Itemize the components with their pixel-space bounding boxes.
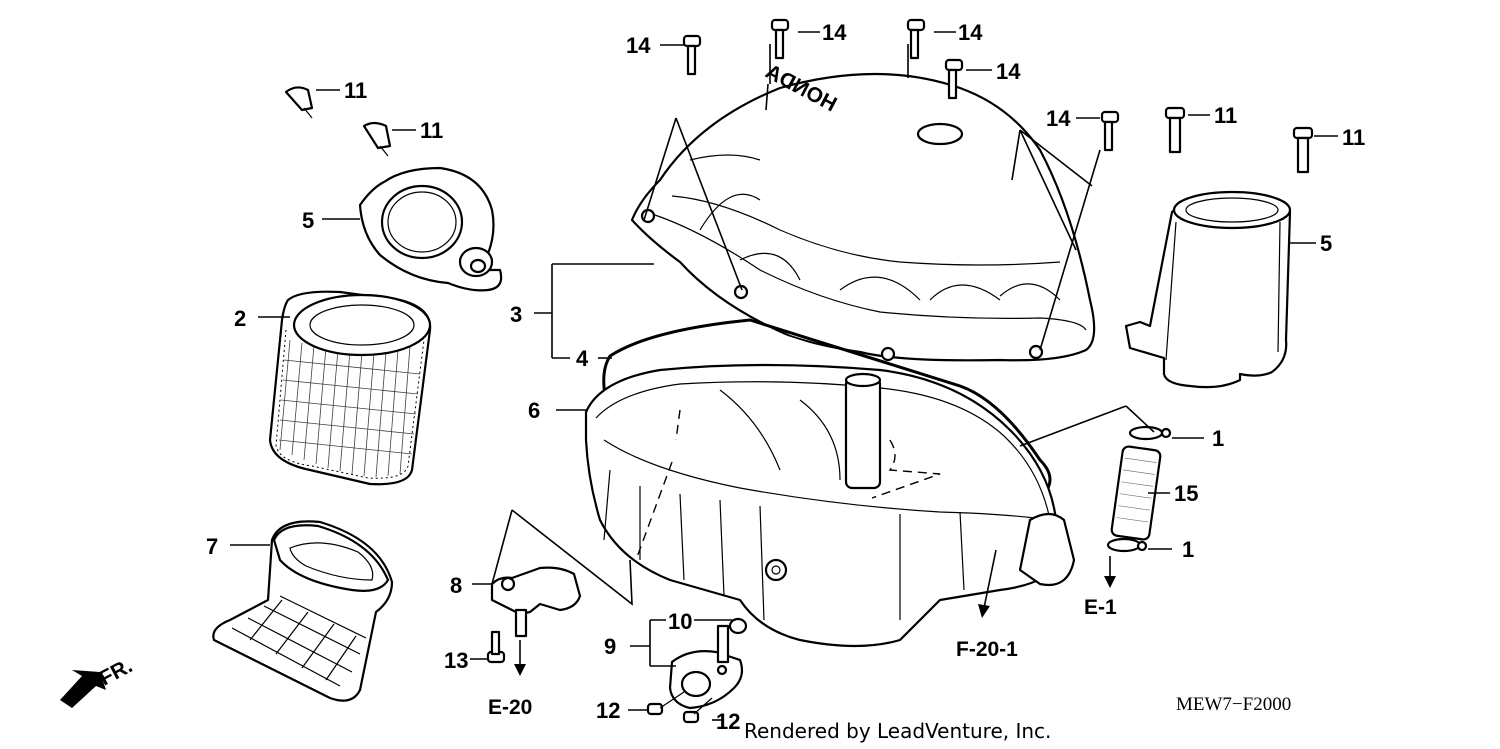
callout-8: 8 (450, 573, 462, 598)
part-8-sensor[interactable] (490, 566, 582, 638)
part-14-bolt[interactable] (944, 58, 964, 100)
guide-dashed-line (635, 409, 681, 561)
callout-15: 15 (1174, 481, 1198, 506)
callout-14: 14 (626, 33, 651, 58)
ref-f201[interactable]: F-20-1 (956, 638, 1018, 661)
callout-14: 14 (996, 59, 1021, 84)
front-arrow-icon (60, 670, 106, 708)
part-11-bolt[interactable] (284, 86, 314, 119)
part-10-washer[interactable] (728, 617, 748, 635)
ref-e1[interactable]: E-1 (1084, 596, 1117, 619)
part-12-bolt[interactable] (682, 697, 713, 724)
part-11-bolt[interactable] (1292, 126, 1314, 174)
callout-11: 11 (1214, 103, 1237, 128)
guide-dashed-line (871, 439, 941, 499)
callout-12: 12 (596, 698, 620, 723)
part-14-bolt[interactable] (770, 18, 790, 60)
callout-14: 14 (822, 20, 847, 45)
part-1-clamp-upper[interactable] (1128, 425, 1172, 441)
render-credit: Rendered by LeadVenture, Inc. (744, 719, 1051, 743)
callout-2: 2 (234, 306, 246, 331)
callout-14: 14 (1046, 106, 1071, 131)
callout-5: 5 (302, 208, 314, 233)
part-5-right-cover[interactable] (1124, 190, 1292, 389)
callout-14: 14 (958, 20, 983, 45)
callout-6: 6 (528, 398, 540, 423)
part-15-drain-tube[interactable] (1110, 445, 1162, 541)
callout-11: 11 (420, 118, 443, 143)
ref-e20[interactable]: E-20 (488, 696, 532, 719)
part-13-bolt[interactable] (486, 630, 506, 664)
callout-1: 1 (1212, 426, 1224, 451)
part-14-bolt[interactable] (1100, 110, 1120, 152)
part-7-air-funnel[interactable] (212, 520, 394, 702)
part-9-bracket[interactable] (668, 624, 744, 710)
part-3-cleaner-cover[interactable]: HONDA (630, 60, 1096, 362)
callout-7: 7 (206, 534, 218, 559)
callout-12: 12 (716, 709, 740, 734)
callout-5: 5 (1320, 231, 1332, 256)
callout-4: 4 (576, 346, 589, 371)
ref-arrow-e20 (514, 640, 526, 676)
callout-10: 10 (668, 609, 692, 634)
ref-arrow-e1 (1104, 556, 1116, 588)
callout-1: 1 (1182, 537, 1194, 562)
callout-3: 3 (510, 302, 522, 327)
part-11-bolt[interactable] (1164, 106, 1186, 154)
ref-arrow-f201 (978, 549, 997, 618)
part-14-bolt[interactable] (682, 34, 702, 76)
diagram-code: MEW7−F2000 (1176, 694, 1291, 715)
part-14-bolt[interactable] (906, 18, 926, 60)
part-11-bolt[interactable] (362, 121, 392, 157)
callout-13: 13 (444, 648, 468, 673)
callout-11: 11 (344, 78, 367, 103)
part-5-left-cover[interactable] (358, 166, 503, 292)
part-1-clamp-lower[interactable] (1106, 537, 1148, 553)
part-6-cleaner-case[interactable] (584, 363, 1076, 648)
leader-lines (230, 31, 1338, 721)
callout-9: 9 (604, 634, 616, 659)
part-2-air-filter[interactable] (268, 290, 432, 486)
callout-11: 11 (1342, 125, 1365, 150)
part-12-bolt[interactable] (646, 691, 685, 716)
